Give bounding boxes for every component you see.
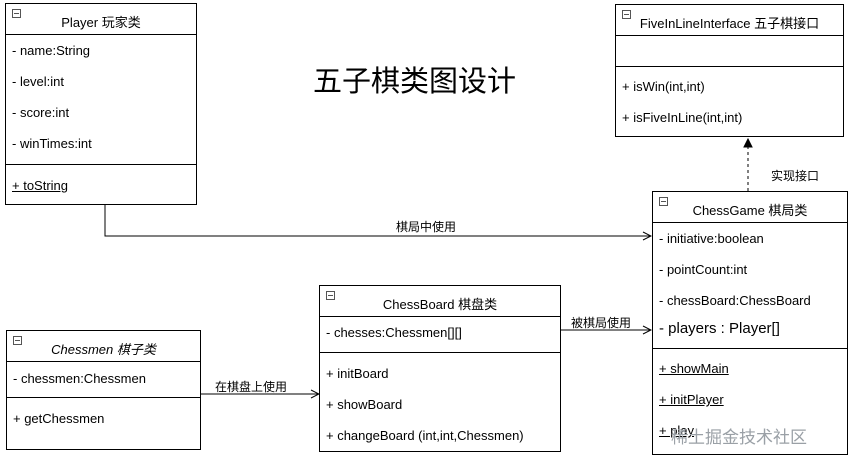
attribute: - level:int	[12, 74, 65, 89]
class-name: FiveInLineInterface 五子棋接口	[639, 16, 820, 31]
interface-fiveinline[interactable]: FiveInLineInterface 五子棋接口 + isWin(int,in…	[615, 4, 844, 137]
collapse-icon[interactable]	[659, 197, 668, 206]
methods-section: + toString	[6, 164, 196, 204]
attribute: - chessBoard:ChessBoard	[659, 293, 811, 308]
attribute: - score:int	[12, 105, 70, 120]
attribute: - winTimes:int	[12, 136, 92, 151]
class-chessmen[interactable]: Chessmen 棋子类 - chessmen:Chessmen + getCh…	[6, 330, 201, 450]
attribute: - name:String	[12, 43, 91, 58]
attribute: - initiative:boolean	[659, 231, 764, 246]
class-name: ChessBoard 棋盘类	[382, 297, 498, 312]
attributes-section	[616, 36, 843, 66]
method: + initBoard	[326, 366, 389, 381]
class-header: ChessGame 棋局类	[653, 192, 847, 223]
methods-section: + getChessmen	[7, 397, 200, 447]
association-label: 在棋盘上使用	[215, 380, 288, 394]
class-chessgame[interactable]: ChessGame 棋局类 - initiative:boolean - poi…	[652, 191, 848, 455]
player-to-game-association	[104, 205, 651, 236]
attributes-section: - chesses:Chessmen[][]	[320, 317, 560, 352]
class-name: ChessGame 棋局类	[692, 203, 808, 218]
method: + getChessmen	[13, 411, 105, 426]
methods-section: + showMain + initPlayer + play	[653, 348, 847, 448]
class-player[interactable]: Player 玩家类 - name:String - level:int - s…	[5, 3, 197, 205]
method: + initPlayer	[659, 392, 724, 407]
method: + play	[659, 423, 695, 438]
collapse-icon[interactable]	[622, 10, 631, 19]
class-name: Chessmen 棋子类	[51, 342, 156, 357]
method: + isFiveInLine(int,int)	[622, 110, 743, 125]
method: + showBoard	[326, 397, 403, 412]
collapse-icon[interactable]	[326, 291, 335, 300]
class-header: Chessmen 棋子类	[7, 331, 200, 362]
association-label: 被棋局使用	[571, 316, 632, 330]
collapse-icon[interactable]	[13, 336, 22, 345]
method: + toString	[12, 178, 69, 193]
watermark: 稀土掘金技术社区	[671, 428, 807, 448]
class-chessboard[interactable]: ChessBoard 棋盘类 - chesses:Chessmen[][] + …	[319, 285, 561, 452]
attributes-section: - initiative:boolean - pointCount:int - …	[653, 223, 847, 348]
attribute: - chesses:Chessmen[][]	[326, 325, 462, 340]
attributes-section: - chessmen:Chessmen	[7, 362, 200, 397]
attribute: - pointCount:int	[659, 262, 748, 277]
class-header: ChessBoard 棋盘类	[320, 286, 560, 317]
collapse-icon[interactable]	[12, 9, 21, 18]
method: + showMain	[659, 361, 729, 376]
diagram-title: 五子棋类图设计	[313, 64, 517, 98]
class-header: FiveInLineInterface 五子棋接口	[616, 5, 843, 36]
methods-section: + isWin(int,int) + isFiveInLine(int,int)	[616, 66, 843, 136]
method: + changeBoard (int,int,Chessmen)	[326, 428, 524, 443]
implements-label: 实现接口	[771, 169, 820, 183]
attribute: - players : Player[]	[659, 320, 780, 337]
class-header: Player 玩家类	[6, 4, 196, 35]
methods-section: + initBoard + showBoard + changeBoard (i…	[320, 352, 560, 450]
class-name: Player 玩家类	[61, 15, 141, 30]
method: + isWin(int,int)	[622, 79, 705, 94]
attributes-section: - name:String - level:int - score:int - …	[6, 35, 196, 164]
association-label: 棋局中使用	[396, 220, 457, 234]
attribute: - chessmen:Chessmen	[13, 371, 146, 386]
